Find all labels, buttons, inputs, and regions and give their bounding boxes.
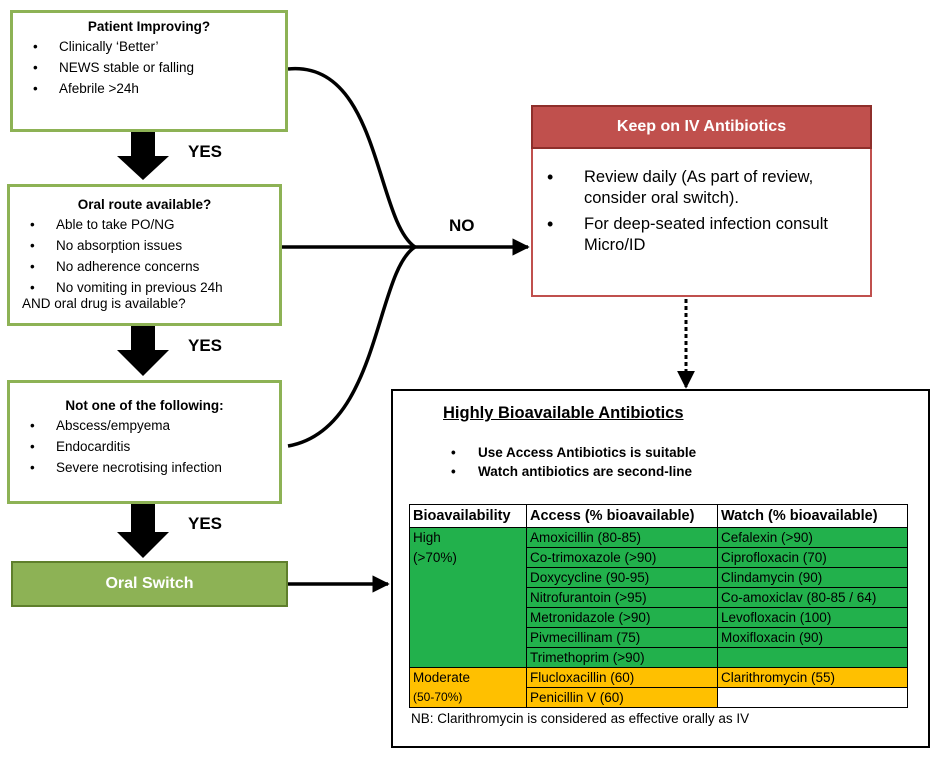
list-item: Review daily (As part of review, conside…	[547, 167, 870, 209]
patient-improving-box: Patient Improving? Clinically ‘Better’ N…	[10, 10, 288, 132]
table-cell: Cefalexin (>90)	[717, 527, 908, 548]
table-cell: Levofloxacin (100)	[717, 607, 908, 628]
box-tail: AND oral drug is available?	[22, 296, 186, 311]
table-row: Trimethoprim (>90)	[410, 647, 908, 668]
criteria-list: Abscess/empyema Endocarditis Severe necr…	[10, 415, 279, 478]
yes-label: YES	[188, 336, 223, 355]
list-item: No adherence concerns	[30, 256, 279, 277]
table-cell: Moxifloxacin (90)	[717, 627, 908, 648]
table-row: Pivmecillinam (75) Moxifloxacin (90)	[410, 627, 908, 648]
list-item: Use Access Antibiotics is suitable	[451, 443, 696, 462]
list-item: Clinically ‘Better’	[33, 36, 285, 57]
list-item: Abscess/empyema	[30, 415, 279, 436]
table-row: Co-trimoxazole (>90) Ciprofloxacin (70)	[410, 547, 908, 568]
table-cell: Pivmecillinam (75)	[526, 627, 718, 648]
list-item: No vomiting in previous 24h	[30, 277, 279, 298]
bio-bullets: Use Access Antibiotics is suitable Watch…	[451, 443, 696, 481]
criteria-list: Clinically ‘Better’ NEWS stable or falli…	[13, 36, 285, 99]
moderate-label-cell: Moderate (50-70%)	[409, 667, 527, 708]
list-item: Able to take PO/NG	[30, 214, 279, 235]
list-item: No absorption issues	[30, 235, 279, 256]
keep-iv-body: Review daily (As part of review, conside…	[531, 149, 872, 297]
table-cell: Ciprofloxacin (70)	[717, 547, 908, 568]
yes-label: YES	[188, 514, 223, 533]
keep-iv-header: Keep on IV Antibiotics	[531, 105, 872, 149]
header-cell: Watch (% bioavailable)	[717, 504, 908, 528]
bio-title: Highly Bioavailable Antibiotics	[443, 404, 684, 422]
table-cell: Amoxicillin (80-85)	[526, 527, 718, 548]
table-header-row: Bioavailability Access (% bioavailable) …	[409, 504, 908, 528]
list-item: Severe necrotising infection	[30, 457, 279, 478]
table-cell: Clarithromycin (55)	[717, 667, 908, 688]
table-cell: Doxycycline (90-95)	[526, 567, 718, 588]
no-curve-bottom	[287, 245, 417, 448]
table-cell	[717, 687, 908, 708]
table-cell	[717, 647, 908, 668]
high-label: High	[413, 530, 441, 545]
table-row: Metronidazole (>90) Levofloxacin (100)	[410, 607, 908, 628]
bioavailable-box: Highly Bioavailable Antibiotics Use Acce…	[391, 389, 930, 748]
header-cell: Access (% bioavailable)	[526, 504, 718, 528]
oral-route-box: Oral route available? Able to take PO/NG…	[7, 184, 282, 326]
moderate-label: Moderate	[413, 670, 471, 685]
moderate-range: (50-70%)	[413, 690, 463, 704]
oral-switch-box: Oral Switch	[11, 561, 288, 607]
no-label: NO	[449, 216, 475, 235]
table-row: High (>70%) Amoxicillin (80-85) Cefalexi…	[409, 527, 908, 668]
exclusions-box: Not one of the following: Abscess/empyem…	[7, 380, 282, 504]
table-cell: Nitrofurantoin (>95)	[526, 587, 718, 608]
down-arrow-2	[117, 326, 169, 376]
down-arrow-1	[117, 132, 169, 180]
table-cell: Clindamycin (90)	[717, 567, 908, 588]
table-cell: Metronidazole (>90)	[526, 607, 718, 628]
list-item: Endocarditis	[30, 436, 279, 457]
box-title: Oral route available?	[77, 197, 212, 212]
table-cell: Trimethoprim (>90)	[526, 647, 718, 668]
table-cell: Co-amoxiclav (80-85 / 64)	[717, 587, 908, 608]
note-text: NB: Clarithromycin is considered as effe…	[411, 711, 750, 726]
header-cell: Bioavailability	[409, 504, 527, 528]
down-arrow-3	[117, 504, 169, 558]
list-item: For deep-seated infection consult Micro/…	[547, 214, 870, 256]
table-cell: Penicillin V (60)	[526, 687, 718, 708]
table-cell: Co-trimoxazole (>90)	[526, 547, 718, 568]
high-range: (>70%)	[413, 550, 457, 565]
table-row: Moderate (50-70%) Flucloxacillin (60) Cl…	[409, 667, 908, 708]
criteria-list: Able to take PO/NG No absorption issues …	[10, 214, 279, 298]
box-title: Not one of the following:	[65, 398, 224, 413]
high-label-cell: High (>70%)	[409, 527, 527, 668]
list-item: NEWS stable or falling	[33, 57, 285, 78]
list-item: Watch antibiotics are second-line	[451, 462, 696, 481]
table-row: Nitrofurantoin (>95) Co-amoxiclav (80-85…	[410, 587, 908, 608]
iv-list: Review daily (As part of review, conside…	[533, 167, 870, 256]
no-curve-top	[287, 67, 417, 249]
box-title: Patient Improving?	[87, 19, 211, 34]
antibiotic-table: Bioavailability Access (% bioavailable) …	[409, 504, 908, 708]
yes-label: YES	[188, 142, 223, 161]
table-row: Penicillin V (60)	[410, 687, 908, 708]
list-item: Afebrile >24h	[33, 78, 285, 99]
table-cell: Flucloxacillin (60)	[526, 667, 718, 688]
